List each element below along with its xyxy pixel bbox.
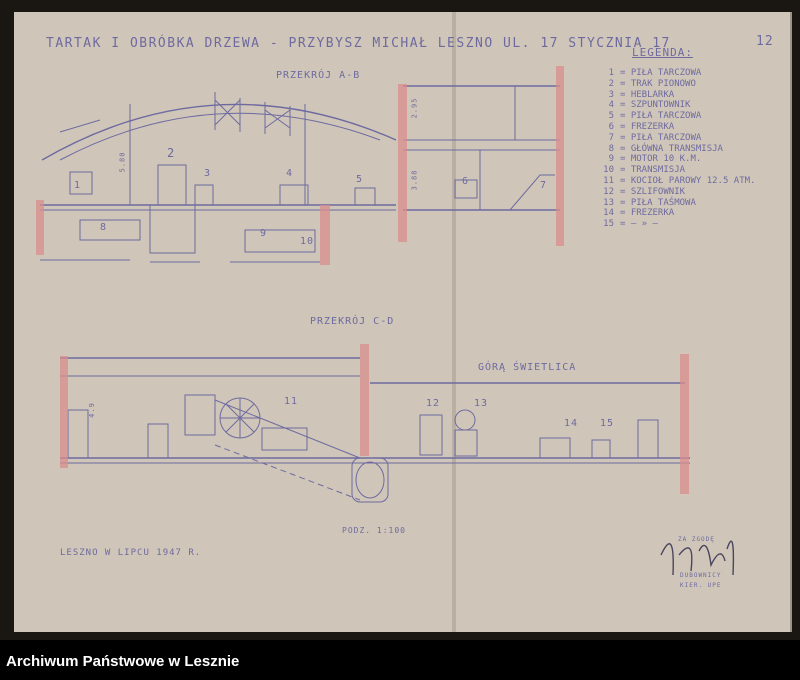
- machine-label-12: 12: [426, 398, 441, 409]
- legend-item: 1= PIŁA TARCZOWA: [592, 68, 755, 79]
- legend-item-text: FREZERKA: [630, 208, 675, 219]
- legend-item-number: 8: [608, 143, 614, 154]
- stamp-line-2: DUBOWNICY: [680, 572, 722, 579]
- legend-item-number: 7: [608, 132, 614, 143]
- legend-item: 6= FREZERKA: [592, 122, 755, 133]
- dimension-3: 3.88: [410, 169, 419, 191]
- legend-item-text: TRANSMISJA: [630, 165, 686, 176]
- legend-item: 3= HEBLARKA: [592, 90, 755, 101]
- technical-drawing: [36, 66, 690, 503]
- legend-item-number: 9: [608, 154, 614, 165]
- legend-item: 12= SZLIFOWNIK: [592, 187, 755, 198]
- roof-arch: [41, 103, 397, 161]
- machine-label-6: 6: [462, 176, 470, 187]
- section-ab-label: PRZEKRÓJ A-B: [276, 70, 361, 81]
- legend-item-number: 11: [603, 175, 614, 186]
- legend-item-text: KOCIOŁ PAROWY 12.5 ATM.: [630, 175, 756, 186]
- legend-item-text: PIŁA TARCZOWA: [630, 132, 702, 143]
- machine-label-8: 8: [100, 222, 108, 233]
- legend-item: 8= GŁÓWNA TRANSMISJA: [592, 144, 755, 155]
- legend-item-number: 14: [603, 208, 614, 219]
- legend-item: 5= PIŁA TARCZOWA: [592, 111, 755, 122]
- archive-footer: Archiwum Państwowe w Lesznie: [0, 640, 800, 680]
- scan-page: TARTAK I OBRÓBKA DRZEWA - PRZYBYSZ MICHA…: [0, 0, 800, 640]
- machine-label-15: 15: [600, 418, 615, 429]
- machine-label-1: 1: [74, 180, 82, 191]
- legend-item-number: 3: [608, 89, 614, 100]
- archive-name: Archiwum Państwowe w Lesznie: [6, 653, 240, 670]
- legend-item-text: PIŁA TARCZOWA: [630, 111, 702, 122]
- legend-item: 11= KOCIOŁ PAROWY 12.5 ATM.: [592, 176, 755, 187]
- legend-item-text: PIŁA TARCZOWA: [630, 68, 702, 78]
- legend-item-number: 2: [608, 78, 614, 89]
- legend-item-number: 1: [608, 68, 614, 78]
- legend-item-text: TRAK PIONOWO: [630, 78, 696, 89]
- legend-item: 10= TRANSMISJA: [592, 165, 755, 176]
- legend-item-text: SZPUNTOWNIK: [630, 100, 691, 111]
- legend-item: 14= FREZERKA: [592, 208, 755, 219]
- upstairs-label: GÓRĄ ŚWIETLICA: [478, 362, 577, 373]
- legend-item: 2= TRAK PIONOWO: [592, 79, 755, 90]
- legend-item: 4= SZPUNTOWNIK: [592, 100, 755, 111]
- legend-item-text: MOTOR 10 K.M.: [630, 154, 702, 165]
- legend-item: 13= PIŁA TAŚMOWA: [592, 198, 755, 209]
- legend-item-number: 15: [603, 219, 614, 230]
- stamp-line-3: KIER. UPE: [680, 582, 722, 589]
- machine-label-5: 5: [356, 174, 364, 185]
- dimension-1: 5.80: [118, 151, 127, 173]
- machine-label-7: 7: [540, 180, 548, 191]
- machine-label-3: 3: [204, 168, 212, 179]
- machine-label-14: 14: [564, 418, 579, 429]
- legend-item-text: SZLIFOWNIK: [630, 186, 686, 197]
- drawing-title: TARTAK I OBRÓBKA DRZEWA - PRZYBYSZ MICHA…: [46, 36, 671, 51]
- legend-item-number: 6: [608, 121, 614, 132]
- roof-arch-inner: [59, 112, 381, 161]
- machine-label-10: 10: [300, 236, 315, 247]
- legend-item-number: 12: [603, 186, 614, 197]
- dimension-2: 2.95: [410, 97, 419, 119]
- page-number: 12: [756, 34, 774, 49]
- legend-item-number: 13: [603, 197, 614, 208]
- legend-item: 7= PIŁA TARCZOWA: [592, 133, 755, 144]
- place-date: LESZNO W LIPCU 1947 r.: [60, 548, 202, 558]
- legend-item-text: FREZERKA: [630, 121, 675, 132]
- machine-label-4: 4: [286, 168, 294, 179]
- scale-label: PODZ. 1:100: [342, 526, 406, 535]
- legend-item-number: 5: [608, 111, 614, 122]
- section-cd-label: PRZEKRÓJ C-D: [310, 316, 395, 327]
- legend-item-number: 4: [608, 100, 614, 111]
- machine-label-9: 9: [260, 228, 268, 239]
- page-fold: [452, 12, 456, 632]
- legend-title: LEGENDA:: [632, 46, 693, 59]
- legend-item-text: — » —: [630, 219, 658, 230]
- machine-label-11: 11: [284, 396, 299, 407]
- legend-item-number: 10: [603, 165, 614, 176]
- machine-label-2: 2: [167, 146, 176, 160]
- machine-label-13: 13: [474, 398, 489, 409]
- dimension-4: 4.9: [87, 402, 96, 418]
- legend-item-text: GŁÓWNA TRANSMISJA: [630, 143, 723, 154]
- legend-item: 9= MOTOR 10 K.M.: [592, 154, 755, 165]
- signature-mark: [660, 540, 735, 576]
- legend-item-text: HEBLARKA: [630, 89, 675, 100]
- legend-item-text: PIŁA TAŚMOWA: [630, 197, 696, 208]
- legend-item: 15= — » —: [592, 219, 755, 230]
- stamp-line-1: ZA ZGODĘ: [678, 536, 715, 543]
